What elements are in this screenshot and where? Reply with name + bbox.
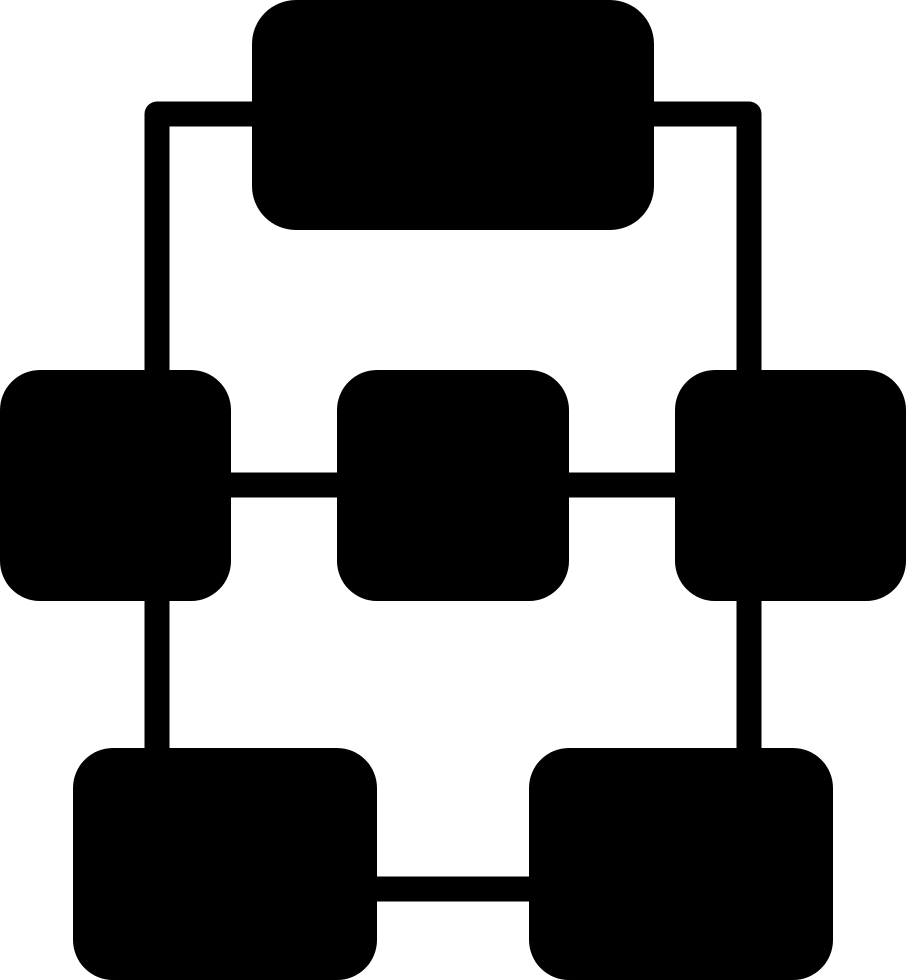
edge-top-to-middle-left xyxy=(144,101,269,393)
node-top xyxy=(252,0,654,230)
node-bottom-right xyxy=(529,748,833,980)
node-middle-center xyxy=(337,370,569,601)
edge-top-to-middle-right xyxy=(637,101,762,393)
node-bottom-left xyxy=(73,748,377,980)
node-middle-left xyxy=(0,370,231,601)
node-middle-right xyxy=(675,370,906,601)
